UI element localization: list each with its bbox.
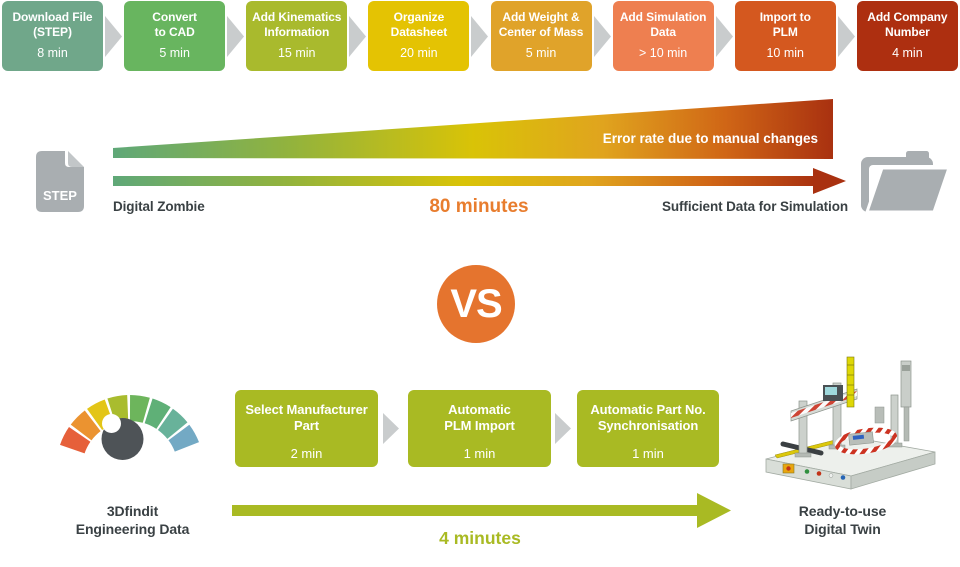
step-time: 15 min: [277, 46, 316, 61]
error-rate-wedge: [113, 99, 833, 159]
step-time: 5 min: [525, 46, 557, 61]
end-label: Sufficient Data for Simulation: [661, 199, 848, 214]
source-label-line2: Engineering Data: [75, 521, 190, 538]
wedge-label: Error rate due to manual changes: [602, 131, 818, 146]
chevron-right-icon: [555, 413, 571, 444]
source-label-line1: 3Dfindit: [106, 503, 159, 519]
chevron-right-icon: [349, 15, 367, 57]
vs-badge: VS: [437, 265, 515, 343]
step-time: 20 min: [400, 46, 438, 61]
result-label: Ready-to-use Digital Twin: [750, 502, 935, 538]
timeline-arrow-head: [813, 168, 846, 194]
auto-step-3: Automatic Part No.Synchronisation 1 min: [577, 390, 719, 467]
chevron-right-icon: [715, 15, 733, 57]
step-time: 2 min: [290, 445, 323, 461]
chevron-right-icon: [593, 15, 611, 57]
step-title: Automatic Part No.Synchronisation: [590, 402, 706, 434]
step-time: 1 min: [632, 445, 664, 461]
result-label-line1: Ready-to-use: [798, 503, 887, 519]
start-label: Digital Zombie: [113, 199, 205, 214]
step-time: > 10 min: [638, 46, 688, 61]
source-label: 3Dfindit Engineering Data: [40, 502, 225, 538]
step-time: 1 min: [463, 445, 496, 461]
timeline-arrow-shaft: [113, 176, 815, 186]
step-title: Add Weight &Center of Mass: [498, 10, 584, 39]
chevron-right-icon: [105, 15, 123, 57]
step-file-icon: [36, 151, 84, 212]
automated-total-time: 4 minutes: [439, 528, 521, 548]
chevron-right-icon: [383, 413, 399, 444]
chevron-right-icon: [837, 15, 855, 57]
speed-gauge-icon: [60, 395, 200, 460]
automated-timeline-arrow: [232, 493, 731, 528]
step-time: 5 min: [159, 46, 190, 61]
manual-step-5: Add Weight &Center of Mass 5 min: [490, 1, 592, 71]
digital-twin-machine-illustration: [765, 356, 936, 490]
step-time: 8 min: [37, 46, 68, 61]
vs-label: VS: [450, 281, 502, 326]
result-label-line2: Digital Twin: [804, 521, 881, 538]
step-file-icon-label: STEP: [43, 188, 77, 203]
manual-total-time: 80 minutes: [429, 196, 529, 217]
step-title: Download File(STEP): [12, 10, 93, 39]
step-time: 4 min: [892, 46, 923, 61]
manual-step-1: Download File(STEP) 8 min: [2, 1, 103, 71]
folder-icon: [861, 151, 949, 212]
chevron-right-icon: [227, 15, 245, 57]
chevron-right-icon: [471, 15, 489, 57]
step-time: 10 min: [766, 46, 805, 61]
error-rate-wedge-and-arrow: [113, 99, 846, 194]
